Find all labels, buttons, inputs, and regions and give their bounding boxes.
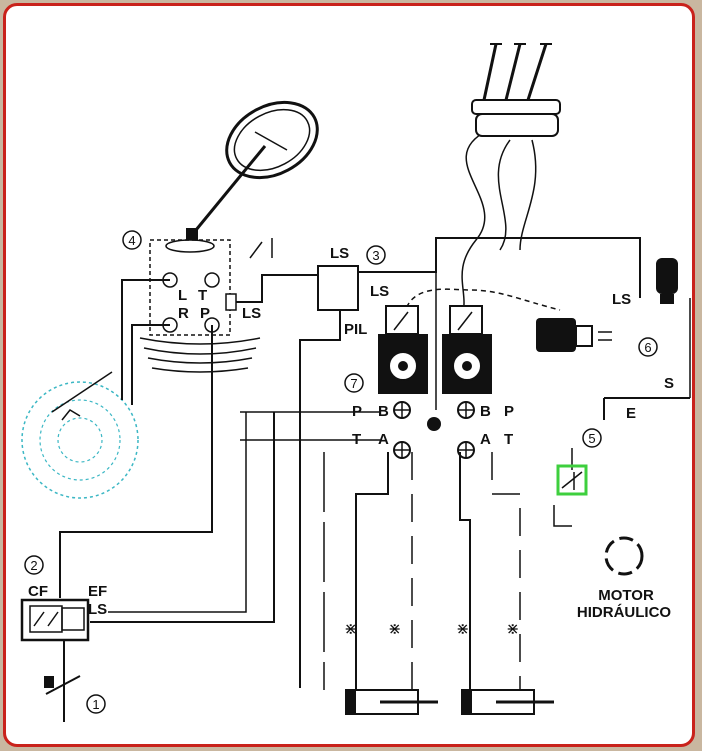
ls-shuttle-valve xyxy=(317,265,359,311)
steering-port-LS: LS xyxy=(242,305,261,322)
callout-7: 7 xyxy=(344,373,364,393)
svg-text:6: 6 xyxy=(644,340,651,355)
steering-port-T: T xyxy=(198,287,207,304)
callout-3: 3 xyxy=(366,245,386,265)
callout-6: 6 xyxy=(638,337,658,357)
control-valve-ports xyxy=(393,401,475,459)
callout-4: 4 xyxy=(122,230,142,250)
svg-text:⋇: ⋇ xyxy=(344,621,357,638)
svg-text:1: 1 xyxy=(92,697,99,712)
pump-symbol xyxy=(21,371,139,499)
callout-2: 2 xyxy=(24,555,44,575)
control-port-T-right: T xyxy=(504,431,513,448)
steering-port-R: R xyxy=(178,305,189,322)
callout-1: 1 xyxy=(86,694,106,714)
control-port-A-right: A xyxy=(480,431,491,448)
cylinder-lines: ⋇ ⋇ ⋇ ⋇ xyxy=(323,452,521,690)
hydraulic-cylinder-right xyxy=(461,689,554,715)
block6-S: S xyxy=(664,375,674,392)
svg-text:⋇: ⋇ xyxy=(456,621,469,638)
valve3-LS-side: LS xyxy=(370,283,389,300)
solenoid-actuator xyxy=(536,318,612,352)
steering-port-L: L xyxy=(178,287,187,304)
hydraulic-cylinder-left xyxy=(345,689,438,715)
priority-valve xyxy=(20,598,90,642)
svg-text:⋇: ⋇ xyxy=(506,621,519,638)
pressure-sensor xyxy=(656,258,678,304)
solenoid-valve-left xyxy=(378,305,428,394)
svg-text:2: 2 xyxy=(30,558,37,573)
block6-LS: LS xyxy=(612,291,631,308)
valve3-LS-top: LS xyxy=(330,245,349,262)
svg-text:7: 7 xyxy=(350,376,357,391)
svg-text:3: 3 xyxy=(372,248,379,263)
joystick-controls xyxy=(471,43,561,137)
priority-port-CF: CF xyxy=(28,583,48,600)
control-port-P-right: P xyxy=(504,403,514,420)
valve3-PIL: PIL xyxy=(344,321,367,338)
hydraulic-motor-symbol xyxy=(604,536,644,576)
priority-port-EF: EF xyxy=(88,583,107,600)
control-port-B-right: B xyxy=(480,403,491,420)
inlet-filter-symbol xyxy=(44,640,81,722)
motor-label-line2: HIDRÁULICO xyxy=(577,604,671,621)
svg-text:4: 4 xyxy=(128,233,135,248)
svg-text:5: 5 xyxy=(588,431,595,446)
steering-wheel xyxy=(194,100,319,231)
check-valve xyxy=(556,464,588,496)
callout-5: 5 xyxy=(582,428,602,448)
control-port-A-left: A xyxy=(378,431,389,448)
motor-label-line1: MOTOR xyxy=(598,587,654,604)
solenoid-valve-right xyxy=(442,305,492,394)
control-port-P-left: P xyxy=(352,403,362,420)
priority-port-LS: LS xyxy=(88,601,107,618)
svg-text:⋇: ⋇ xyxy=(388,621,401,638)
control-port-B-left: B xyxy=(378,403,389,420)
block6-E: E xyxy=(626,405,636,422)
steering-port-P: P xyxy=(200,305,210,322)
control-port-T-left: T xyxy=(352,431,361,448)
